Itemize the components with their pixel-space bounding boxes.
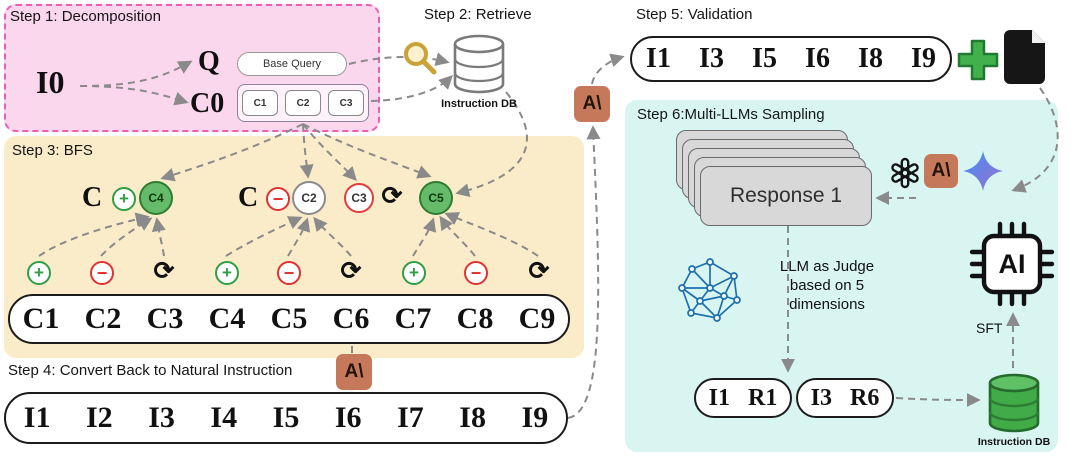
- gemini-icon: [963, 151, 1003, 191]
- judge-caption: LLM as Judge based on 5 dimensions: [779, 258, 875, 313]
- instruction-token: I8: [858, 43, 883, 74]
- tree-node-c3: C3: [344, 183, 374, 213]
- replace-operation-icon: ⟳: [340, 257, 362, 285]
- bfs-children-box: C1 C2 C3 C4 C5 C6 C7 C8 C9: [8, 294, 570, 344]
- constraint-token: C7: [394, 302, 432, 335]
- instruction-token: I5: [752, 43, 777, 74]
- instruction-token: I7: [397, 401, 424, 434]
- parent-node-label: C: [238, 182, 259, 213]
- constraint-chip: C1: [242, 90, 278, 116]
- tree-node-c5: C5: [419, 181, 453, 215]
- tree-node-c4: C4: [139, 181, 173, 215]
- constraint-token: C5: [270, 302, 308, 335]
- add-operation-icon: +: [402, 261, 426, 285]
- natural-instructions-box: I1 I2 I3 I4 I5 I6 I7 I8 I9: [4, 392, 568, 444]
- validated-instructions-box: I1 I3 I5 I6 I8 I9: [630, 36, 952, 82]
- instruction-response-pair: I3 R6: [796, 378, 894, 418]
- replace-operation-icon: ⟳: [528, 257, 550, 285]
- plus-icon: [957, 39, 999, 81]
- replace-operation-icon: ⟳: [153, 257, 175, 285]
- judge-network-icon: [678, 258, 741, 322]
- response-card-front: Response 1: [700, 166, 872, 226]
- instruction-db-green-icon: [988, 373, 1040, 433]
- instruction-token: I8: [459, 401, 486, 434]
- pair-label: I3 R6: [810, 384, 880, 411]
- add-operation-icon: +: [27, 261, 51, 285]
- constraint-token: C3: [146, 302, 184, 335]
- constraint-token: C1: [22, 302, 60, 335]
- instruction-response-pair: I1 R1: [694, 378, 792, 418]
- instruction-db-icon: [453, 34, 505, 94]
- sft-label: SFT: [976, 320, 1003, 336]
- pair-label: I1 R1: [708, 384, 778, 411]
- instruction-token: I9: [911, 43, 936, 74]
- remove-operation-icon: −: [90, 261, 114, 285]
- constraints-set-label: C0: [190, 88, 225, 119]
- openai-icon: [891, 157, 919, 189]
- constraint-token: C8: [456, 302, 494, 335]
- root-instruction-label: I0: [36, 64, 65, 100]
- step1-title: Step 1: Decomposition: [10, 8, 161, 25]
- constraint-token: C9: [518, 302, 556, 335]
- anthropic-icon: A\: [924, 154, 958, 188]
- remove-operation-icon: −: [277, 261, 301, 285]
- instruction-token: I3: [699, 43, 724, 74]
- instruction-db-label: Instruction DB: [441, 98, 517, 110]
- add-operation-icon: +: [112, 187, 136, 211]
- replace-operation-icon: ⟳: [381, 182, 403, 210]
- constraint-chip: C2: [285, 90, 321, 116]
- base-query-pill: Base Query: [237, 52, 347, 76]
- add-operation-icon: +: [215, 261, 239, 285]
- step2-title: Step 2: Retrieve: [424, 6, 532, 23]
- parent-node-label: C: [82, 182, 103, 213]
- step5-title: Step 5: Validation: [636, 6, 753, 23]
- tree-node-c2: C2: [292, 181, 326, 215]
- remove-operation-icon: −: [464, 261, 488, 285]
- constraints-box: C1 C2 C3: [237, 84, 369, 122]
- constraint-token: C2: [84, 302, 122, 335]
- instruction-token: I6: [805, 43, 830, 74]
- instruction-token: I1: [23, 401, 51, 434]
- anthropic-icon: A\: [574, 86, 610, 122]
- instruction-token: I4: [210, 401, 238, 434]
- query-label: Q: [198, 46, 220, 77]
- instruction-token: I1: [646, 43, 671, 74]
- anthropic-icon: A\: [336, 354, 372, 390]
- instruction-token: I9: [521, 401, 549, 434]
- remove-operation-icon: −: [266, 187, 290, 211]
- ai-chip-icon: AI: [969, 221, 1055, 307]
- document-icon: [1004, 30, 1045, 84]
- step6-title: Step 6:Multi-LLMs Sampling: [637, 106, 825, 123]
- instruction-token: I5: [272, 401, 300, 434]
- instruction-token: I2: [85, 401, 113, 434]
- constraint-token: C6: [332, 302, 370, 335]
- step4-title: Step 4: Convert Back to Natural Instruct…: [8, 362, 293, 379]
- search-icon: [404, 42, 437, 75]
- ai-chip-text: AI: [999, 249, 1026, 279]
- response-label: Response 1: [729, 184, 843, 207]
- constraint-chip: C3: [328, 90, 364, 116]
- instruction-token: I6: [334, 401, 362, 434]
- constraint-token: C4: [208, 302, 246, 335]
- instruction-token: I3: [148, 401, 175, 434]
- instruction-db-label: Instruction DB: [977, 436, 1051, 448]
- step3-title: Step 3: BFS: [12, 142, 93, 159]
